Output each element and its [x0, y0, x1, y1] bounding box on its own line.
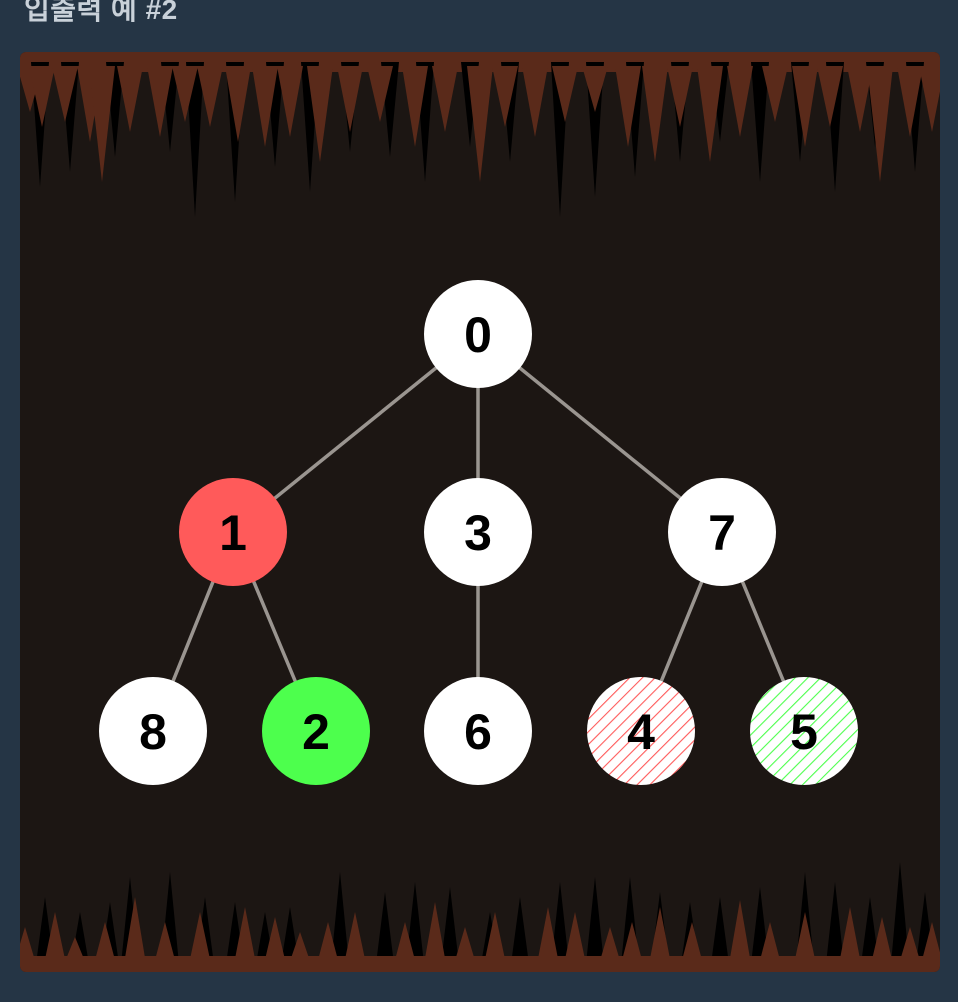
node-3-circle [424, 478, 532, 586]
node-1-label: 1 [219, 505, 247, 561]
page-title: 입출력 예 #2 [24, 0, 178, 25]
node-8-circle [99, 677, 207, 785]
node-0-label: 0 [464, 307, 492, 363]
stalagmites [20, 862, 940, 972]
node-3-label: 3 [464, 505, 492, 561]
node-8: 8 [99, 677, 207, 785]
node-4-label: 4 [627, 704, 655, 760]
tree-diagram: 0 1 3 7 8 2 6 4 5 [20, 52, 940, 972]
node-4: 4 [587, 677, 695, 785]
node-7: 7 [668, 478, 776, 586]
node-0: 0 [424, 280, 532, 388]
node-1: 1 [179, 478, 287, 586]
node-6: 6 [424, 677, 532, 785]
node-5-circle [750, 677, 858, 785]
cave-panel: 0 1 3 7 8 2 6 4 5 [20, 52, 940, 972]
node-8-label: 8 [139, 704, 167, 760]
stalactites [20, 52, 940, 217]
tree-nodes: 0 1 3 7 8 2 6 4 5 [99, 280, 858, 785]
node-2-circle [262, 677, 370, 785]
node-5-label: 5 [790, 704, 818, 760]
node-4-circle [587, 677, 695, 785]
node-7-label: 7 [708, 505, 736, 561]
node-6-label: 6 [464, 704, 492, 760]
node-2-label: 2 [302, 704, 330, 760]
node-2: 2 [262, 677, 370, 785]
node-7-circle [668, 478, 776, 586]
node-6-circle [424, 677, 532, 785]
node-1-circle [179, 478, 287, 586]
node-5: 5 [750, 677, 858, 785]
node-3: 3 [424, 478, 532, 586]
node-0-circle [424, 280, 532, 388]
